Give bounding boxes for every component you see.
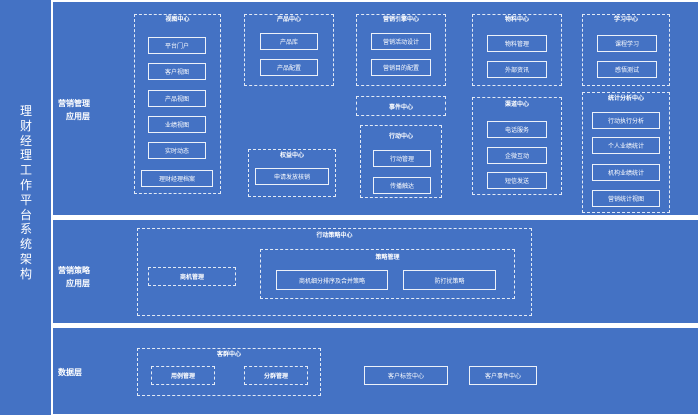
system-title-char: 构 (19, 266, 32, 281)
strategy-item-anti-disturb[interactable]: 防打扰策略 (403, 270, 496, 290)
action-strategy-center-group (137, 228, 532, 316)
marketing-engine-title: 营销引擎中心 (382, 16, 419, 23)
system-title-panel (0, 0, 51, 415)
system-title-char: 经 (19, 133, 32, 148)
marketing-engine-item-activity-design[interactable]: 营销活动设计 (371, 33, 431, 50)
event-center[interactable]: 事件中心 (356, 96, 446, 116)
material-center-group (472, 14, 562, 86)
system-title: 理财经理工作平台系统架构 (18, 104, 34, 282)
data-layer-panel (53, 328, 698, 414)
system-title-char: 平 (19, 192, 32, 207)
system-title-char: 系 (19, 222, 32, 237)
customer-tag-center[interactable]: 客户标签中心 (364, 366, 448, 385)
channel-center-title: 渠道中心 (504, 101, 529, 108)
material-center-item-management[interactable]: 物料管理 (487, 35, 547, 52)
action-center-item-management[interactable]: 行动管理 (373, 150, 431, 167)
view-center-item-performance-view[interactable]: 业绩视图 (148, 116, 206, 133)
customer-center-item-usecase[interactable]: 用例管理 (151, 366, 215, 385)
view-center-item-manager-profile[interactable]: 理财经理档案 (141, 170, 213, 187)
product-center-group (244, 14, 334, 86)
action-center-title: 行动中心 (388, 133, 413, 140)
channel-center-group (472, 97, 562, 195)
customer-center-item-grouping[interactable]: 分群管理 (244, 366, 308, 385)
marketing-engine-group (356, 14, 446, 86)
strategy-layer-label: 营销策略 应用层 (58, 266, 90, 288)
system-title-char: 理 (19, 104, 32, 118)
stats-center-title: 统计分析中心 (607, 95, 644, 102)
stats-center-item-marketing-stats-view[interactable]: 营销统计视图 (592, 190, 660, 207)
material-center-title: 物料中心 (504, 16, 529, 23)
channel-center-item-wecom[interactable]: 企微互动 (487, 147, 547, 164)
product-center-item-config[interactable]: 产品配置 (260, 59, 318, 76)
marketing-layer-label: 营销管理 应用层 (58, 99, 90, 121)
benefit-center-title: 权益中心 (279, 152, 304, 159)
product-center-item-library[interactable]: 产品库 (260, 33, 318, 50)
stats-center-item-action-analysis[interactable]: 行动执行分析 (592, 112, 660, 129)
data-layer-label: 数据层 (58, 368, 82, 377)
system-title-char: 工 (19, 163, 32, 178)
system-title-char: 台 (19, 207, 32, 222)
stats-center-group (582, 92, 670, 213)
view-center-item-portal[interactable]: 平台门户 (148, 37, 206, 54)
learning-center-item-test[interactable]: 感悟测试 (597, 61, 657, 78)
marketing-engine-item-goal-config[interactable]: 营销目的配置 (371, 59, 431, 76)
strategy-management-group (260, 249, 515, 299)
channel-center-item-sms[interactable]: 短信发送 (487, 172, 547, 189)
stats-center-item-org-stats[interactable]: 机构业绩统计 (592, 164, 660, 181)
product-center-title: 产品中心 (276, 16, 301, 23)
learning-center-group (582, 14, 670, 86)
customer-center-group (137, 348, 321, 396)
action-strategy-center-title: 行动策略中心 (316, 232, 353, 239)
system-title-char: 理 (19, 148, 32, 163)
learning-center-item-course[interactable]: 课程学习 (597, 35, 657, 52)
system-title-char: 架 (19, 251, 32, 266)
material-center-item-external-news[interactable]: 外部资讯 (487, 61, 547, 78)
system-title-char: 作 (19, 177, 32, 192)
learning-center-title: 学习中心 (613, 16, 638, 23)
benefit-center-item-issue[interactable]: 申请发放核销 (255, 168, 329, 185)
strategy-management-title: 策略管理 (375, 254, 400, 261)
view-center-item-product-view[interactable]: 产品视图 (148, 90, 206, 107)
action-center-group (360, 125, 442, 198)
action-center-item-reach[interactable]: 传播触达 (373, 177, 431, 194)
route-management-box[interactable]: 商机管理 (148, 267, 236, 286)
strategy-layer-panel (53, 220, 698, 323)
strategy-item-segmentation[interactable]: 商机细分排序及合并策略 (276, 270, 388, 290)
view-center-item-realtime[interactable]: 实时动态 (148, 142, 206, 159)
system-title-char: 统 (19, 237, 32, 252)
view-center-group (134, 14, 221, 194)
system-title-char: 财 (19, 118, 32, 133)
view-center-title: 视图中心 (165, 16, 190, 23)
customer-center-title: 客群中心 (216, 351, 241, 358)
view-center-item-customer-view[interactable]: 客户视图 (148, 63, 206, 80)
channel-center-item-phone[interactable]: 电话服务 (487, 121, 547, 138)
customer-event-center[interactable]: 客户事件中心 (469, 366, 537, 385)
stats-center-item-personal-stats[interactable]: 个人业绩统计 (592, 137, 660, 154)
benefit-center-group (248, 149, 336, 197)
